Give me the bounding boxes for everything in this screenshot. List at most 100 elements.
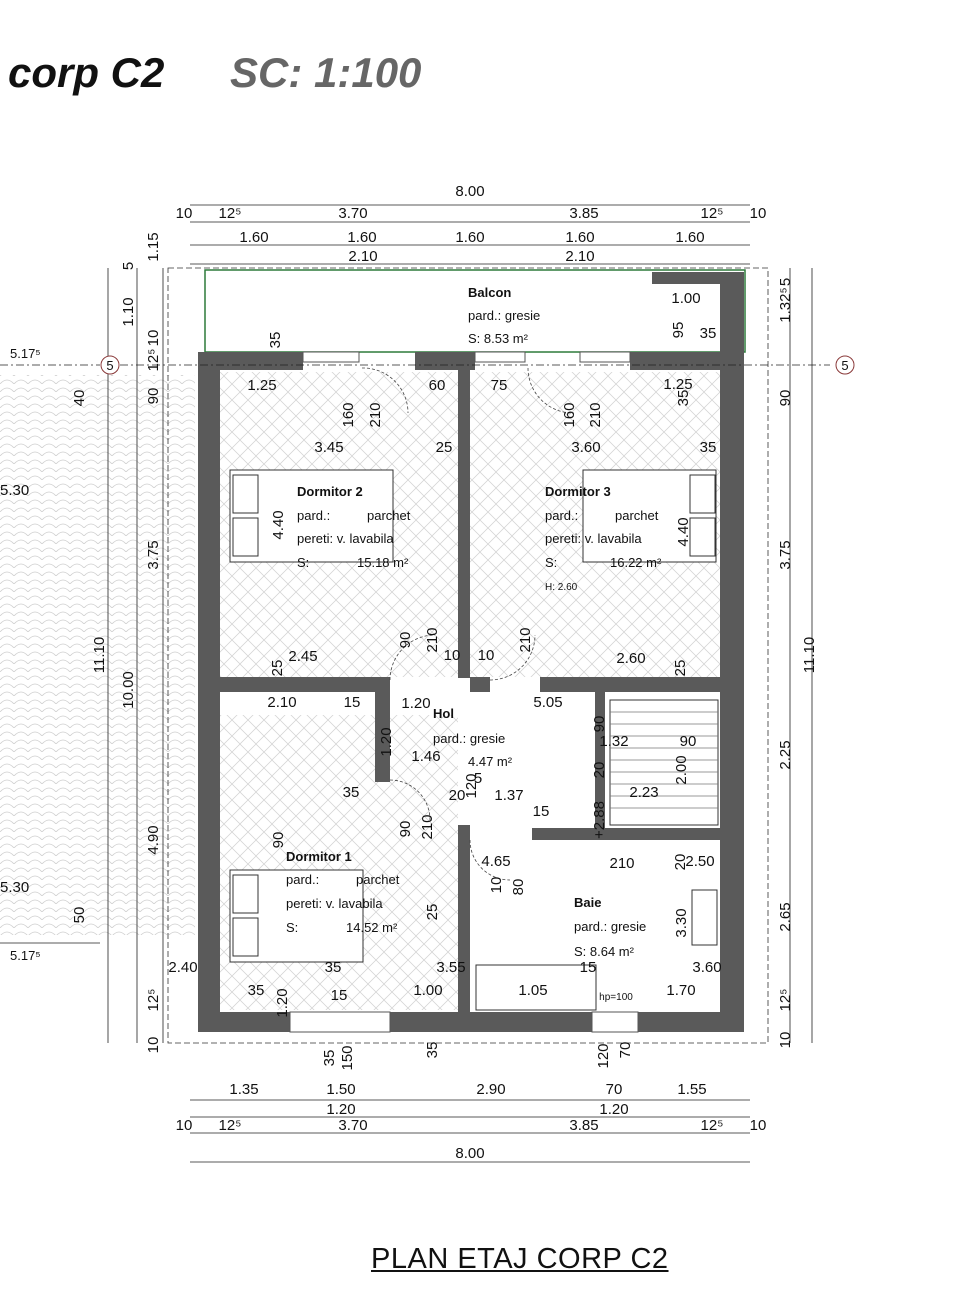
interior-dimension-label: 3.60 xyxy=(571,439,600,456)
room-dormitor3-height: H: 2.60 xyxy=(545,582,578,593)
room-hol-floor: pard.: gresie xyxy=(433,731,505,746)
room-dormitor2-floor-label: pard.: xyxy=(297,508,330,523)
room-dormitor3-area-label: S: xyxy=(545,555,557,570)
roof-hatch-left xyxy=(0,375,195,935)
dim-bottom-total: 8.00 xyxy=(455,1145,484,1162)
room-dormitor1-area-value: 14.52 m² xyxy=(346,920,398,935)
interior-dimension-label: 1.25 xyxy=(247,377,276,394)
interior-dimension-label: 4.40 xyxy=(270,510,287,539)
interior-dimension-label: 210 xyxy=(424,627,441,652)
axis-offset-top: 5.17⁵ xyxy=(10,346,41,361)
interior-dimension-label: 3.60 xyxy=(692,959,721,976)
interior-dimension-label: 60 xyxy=(429,377,446,394)
dim-top-row3: 1.60 xyxy=(675,229,704,246)
interior-dimension-label: 10 xyxy=(444,647,461,664)
interior-dimension-label: 10 xyxy=(488,877,505,894)
interior-dimension-label: 75 xyxy=(491,377,508,394)
dim-left-inner: 12⁵ xyxy=(145,989,162,1012)
interior-dimension-label: 210 xyxy=(609,855,634,872)
dim-right-inner: 2.65 xyxy=(777,902,794,931)
dim-bottom-row2: 10 xyxy=(750,1117,767,1134)
axis-marker-left xyxy=(100,355,120,375)
interior-dimension-label: +2.88 xyxy=(591,801,608,839)
room-dormitor3-floor-value: parchet xyxy=(615,508,659,523)
interior-dimension-label: 35 xyxy=(424,1042,441,1059)
interior-dimension-label: 1.32 xyxy=(599,733,628,750)
dim-bottom-row1: 1.50 xyxy=(326,1081,355,1098)
dimension-lines xyxy=(0,204,830,1163)
room-balcon-area: S: 8.53 m² xyxy=(468,331,529,346)
room-dormitor3-area-value: 16.22 m² xyxy=(610,555,662,570)
interior-dimension-label: 35 xyxy=(248,982,265,999)
room-dormitor1-area-label: S: xyxy=(286,920,298,935)
room-labels: Balcon pard.: gresie S: 8.53 m² Dormitor… xyxy=(286,285,662,959)
interior-dimension-label: 20 xyxy=(591,762,608,779)
dim-left-inner: 3.75 xyxy=(145,540,162,569)
dim-left-inner: 1.15 xyxy=(145,232,162,261)
room-baie-area: S: 8.64 m² xyxy=(574,944,635,959)
axis-marker-right xyxy=(835,355,855,375)
dim-bottom-row1b: 1.20 xyxy=(326,1101,355,1118)
dim-left-inner: 5 xyxy=(120,262,137,270)
dim-bottom-row2: 12⁵ xyxy=(219,1117,242,1134)
room-dormitor1-walls: pereti: v. lavabila xyxy=(286,896,383,911)
dim-bottom-row2: 10 xyxy=(176,1117,193,1134)
dim-bottom-row2: 12⁵ xyxy=(701,1117,724,1134)
interior-dimension-label: 25 xyxy=(672,660,689,677)
room-dormitor1-floor-value: parchet xyxy=(356,872,400,887)
interior-dimension-label: 1.25 xyxy=(663,376,692,393)
interior-dimension-label: 90 xyxy=(270,832,287,849)
plan-caption: PLAN ETAJ CORP C2 xyxy=(371,1243,669,1275)
room-dormitor2-floor-value: parchet xyxy=(367,508,411,523)
interior-dimension-label: 15 xyxy=(344,694,361,711)
dim-top-row2: 12⁵ xyxy=(219,205,242,222)
interior-dimension-label: 1.00 xyxy=(413,982,442,999)
interior-dimension-label: 2.45 xyxy=(288,648,317,665)
dim-left-misc: 5.30 xyxy=(0,482,29,499)
interior-dimension-label: 3.55 xyxy=(436,959,465,976)
interior-dimension-label: 1.70 xyxy=(666,982,695,999)
dim-right-inner: 3.75 xyxy=(777,540,794,569)
dim-top-row2: 10 xyxy=(176,205,193,222)
interior-dimension-label: 1.20 xyxy=(401,695,430,712)
dim-bottom-row1: 1.35 xyxy=(229,1081,258,1098)
room-dormitor2-area-label: S: xyxy=(297,555,309,570)
interior-dimension-label: 120 xyxy=(463,773,480,798)
room-hol-name: Hol xyxy=(433,706,454,721)
interior-dimension-label: 4.65 xyxy=(481,853,510,870)
interior-dimension-label: 210 xyxy=(367,402,384,427)
interior-dimension-label: 3.45 xyxy=(314,439,343,456)
dim-top-total: 8.00 xyxy=(455,183,484,200)
dim-left-misc: 5.30 xyxy=(0,879,29,896)
dim-left-total-b: 10.00 xyxy=(120,671,137,709)
dim-bottom-row1: 2.90 xyxy=(476,1081,505,1098)
interior-dimension-label: 35 xyxy=(267,332,284,349)
interior-dimension-label: 35 xyxy=(343,784,360,801)
room-dormitor1-floor-label: pard.: xyxy=(286,872,319,887)
room-dormitor3-floor-label: pard.: xyxy=(545,508,578,523)
room-dormitor2-name: Dormitor 2 xyxy=(297,484,363,499)
interior-dimension-label: 10 xyxy=(478,647,495,664)
interior-dimension-label: 35 xyxy=(321,1050,338,1067)
axis-offset-bottom: 5.17⁵ xyxy=(10,948,41,963)
dim-top-row4: 2.10 xyxy=(348,248,377,265)
room-dormitor3-walls: pereti: v. lavabila xyxy=(545,531,642,546)
interior-dimension-label: 95 xyxy=(670,322,687,339)
dim-left-inner: 10 xyxy=(145,330,162,347)
interior-dimension-label: 1.20 xyxy=(274,988,291,1017)
furniture xyxy=(229,469,719,1011)
building-outline xyxy=(167,267,769,1044)
room-baie-name: Baie xyxy=(574,895,601,910)
interior-dimension-label: 15 xyxy=(331,987,348,1004)
dim-right-inner: 90 xyxy=(777,390,794,407)
dim-left-inner: 12⁵ xyxy=(145,349,162,372)
interior-dimension-label: 160 xyxy=(340,402,357,427)
interior-dimension-label: 2.00 xyxy=(673,755,690,784)
interior-dimension-label: 90 xyxy=(591,716,608,733)
dim-right-inner: 1.32⁵ xyxy=(777,287,794,322)
interior-dimension-label: 1.46 xyxy=(411,748,440,765)
dim-right-inner: 2.25 xyxy=(777,740,794,769)
room-dormitor2-area-value: 15.18 m² xyxy=(357,555,409,570)
drawing-title: corp C2 xyxy=(8,49,165,96)
dim-right-outer: 11.10 xyxy=(801,637,818,673)
